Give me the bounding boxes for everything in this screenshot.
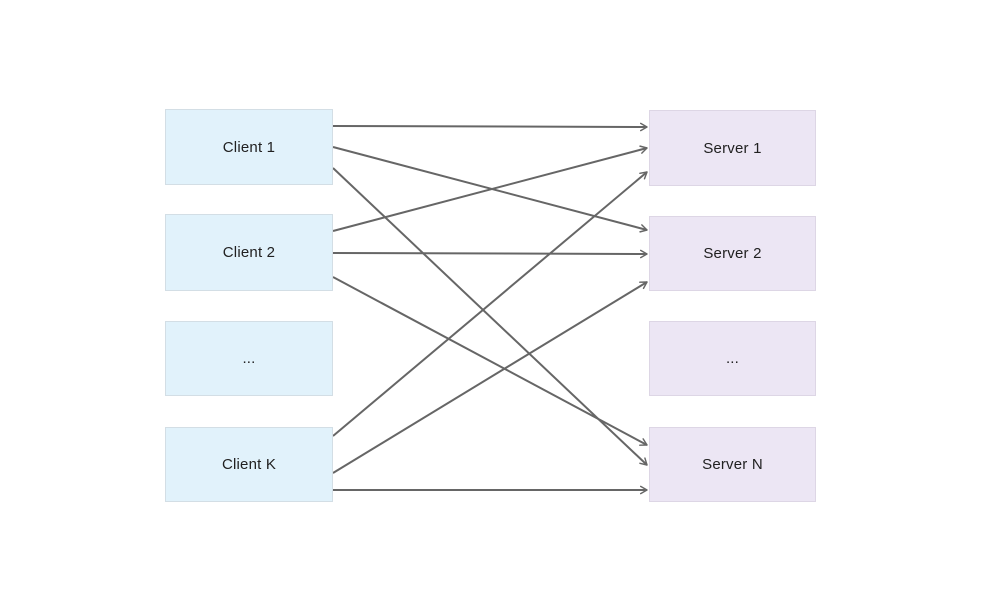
client-ellipsis-label: ... xyxy=(242,350,256,367)
server-1-label: Server 1 xyxy=(703,139,762,157)
client-1-label: Client 1 xyxy=(222,138,276,156)
client-2-box: Client 2 xyxy=(165,214,333,291)
server-ellipsis-box: ... xyxy=(649,321,816,396)
arrow-client-2-to-server-n xyxy=(332,276,648,446)
client-k-label: Client K xyxy=(221,456,277,473)
server-1-box: Server 1 xyxy=(649,110,816,186)
server-n-box: Server N xyxy=(649,427,816,502)
arrow-client-2-to-server-2 xyxy=(332,249,648,259)
client-k-box: Client K xyxy=(165,427,333,502)
server-2-label: Server 2 xyxy=(703,245,762,262)
server-ellipsis-label: ... xyxy=(725,350,740,367)
server-n-label: Server N xyxy=(702,456,763,473)
arrow-client-1-to-server-1 xyxy=(332,122,648,132)
arrow-client-k-to-server-2 xyxy=(332,281,648,474)
client-2-label: Client 2 xyxy=(222,244,276,261)
client-ellipsis-box: ... xyxy=(165,321,333,396)
server-2-box: Server 2 xyxy=(649,216,816,291)
arrow-client-2-to-server-1 xyxy=(332,145,648,232)
arrow-client-k-to-server-1 xyxy=(332,171,648,437)
client-1-box: Client 1 xyxy=(165,109,333,185)
